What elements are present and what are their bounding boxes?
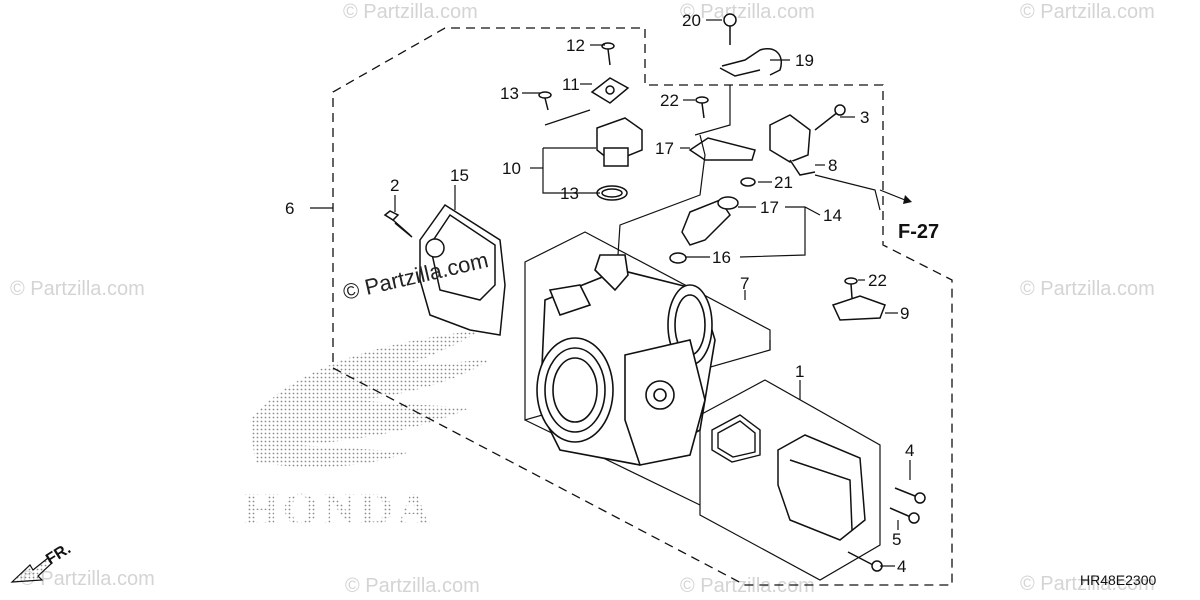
callout: 22 bbox=[660, 91, 679, 110]
bracket-18 bbox=[688, 137, 756, 161]
callout: 20 bbox=[682, 11, 701, 30]
watermark: © Partzilla.com bbox=[1020, 278, 1155, 300]
callout-numbers: 6 2 15 12 11 13 10 13 22 17 20 19 3 8 21… bbox=[285, 11, 914, 576]
callout: 2 bbox=[390, 176, 399, 195]
callout: 5 bbox=[892, 530, 901, 549]
bracket-7 bbox=[831, 277, 886, 321]
honda-wing-logo bbox=[250, 330, 490, 468]
watermark: © Partzilla.com bbox=[343, 1, 478, 23]
watermark: © Partzilla.com bbox=[680, 1, 815, 23]
screw-4 bbox=[847, 487, 926, 572]
watermark: © Partzilla.com bbox=[10, 278, 145, 300]
bolt-22 bbox=[695, 96, 709, 119]
watermark: © Partzilla.com bbox=[1020, 1, 1155, 23]
watermark: © Partzilla.com bbox=[1020, 573, 1155, 595]
callout: 4 bbox=[897, 557, 906, 576]
callout: 11 bbox=[562, 75, 580, 94]
callout: 14 bbox=[823, 206, 842, 225]
throttle-body bbox=[536, 254, 716, 466]
screw-13 bbox=[538, 42, 615, 111]
assembly-boundary bbox=[332, 27, 953, 586]
injector-15 bbox=[669, 177, 756, 264]
reference-arrow bbox=[879, 189, 912, 204]
throttle-position-sensor bbox=[777, 434, 866, 541]
callout: 19 bbox=[795, 51, 814, 70]
callout: 13 bbox=[560, 184, 579, 203]
gasket bbox=[711, 414, 761, 463]
sensor-boundary bbox=[699, 379, 881, 581]
callout: 17 bbox=[655, 139, 674, 158]
callout: 13 bbox=[500, 84, 519, 103]
sensor-10 bbox=[769, 104, 846, 176]
plate-12 bbox=[590, 77, 630, 104]
callout: 10 bbox=[502, 159, 521, 178]
callout: 21 bbox=[774, 173, 793, 192]
sensor-11 bbox=[596, 117, 643, 201]
callout: 4 bbox=[905, 441, 914, 460]
callout: 17 bbox=[760, 198, 779, 217]
callout: 3 bbox=[860, 108, 869, 127]
screw-2 bbox=[383, 210, 413, 238]
callout: 6 bbox=[285, 199, 294, 218]
callout: 16 bbox=[712, 248, 731, 267]
diagram-code: HR48E2300 bbox=[1080, 572, 1156, 588]
watermark: © Partzilla.com bbox=[680, 575, 815, 597]
front-arrow bbox=[10, 557, 53, 583]
cover bbox=[419, 203, 506, 336]
watermark: © Partzilla.com bbox=[20, 568, 155, 590]
callout: 12 bbox=[566, 36, 585, 55]
callout: 15 bbox=[450, 166, 469, 185]
callout: 9 bbox=[900, 304, 909, 323]
reference-label: F-27 bbox=[898, 221, 939, 243]
leader-lines bbox=[310, 19, 911, 567]
callout: 7 bbox=[740, 274, 749, 293]
watermark: © Partzilla.com bbox=[345, 575, 480, 597]
honda-brand-text: HONDA bbox=[243, 483, 434, 534]
clamp-19 bbox=[719, 13, 782, 77]
callout: 1 bbox=[795, 362, 804, 381]
callout: 8 bbox=[828, 156, 837, 175]
callout: 22 bbox=[868, 271, 887, 290]
